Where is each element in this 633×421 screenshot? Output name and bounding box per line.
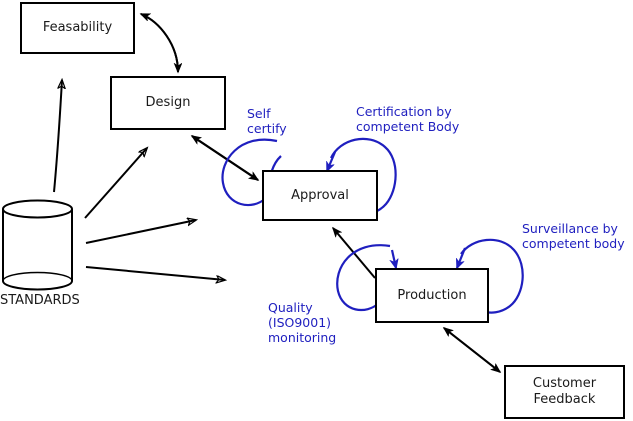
- loop-quality-monitoring: [336, 244, 396, 312]
- node-customer-feedback-label: Customer Feedback: [532, 376, 597, 407]
- node-standards-label: STANDARDS: [0, 293, 80, 308]
- connector-design-feasability: [141, 13, 178, 72]
- node-feasability[interactable]: Feasability: [20, 2, 135, 54]
- connector-standards-production: [85, 266, 225, 280]
- node-design-label: Design: [145, 95, 191, 110]
- standards-cylinder-shape: [2, 199, 73, 291]
- node-production[interactable]: Production: [375, 268, 489, 323]
- annotation-surveillance-by-competent-body: Surveillance by competent body: [522, 221, 625, 251]
- node-design[interactable]: Design: [110, 76, 226, 130]
- connector-production-customer-feedback: [444, 328, 500, 372]
- node-production-label: Production: [397, 287, 467, 303]
- annotation-quality-iso9001-monitoring: Quality (ISO9001) monitoring: [268, 300, 337, 345]
- connector-standards-feasability: [53, 80, 62, 193]
- connector-design-approval: [192, 136, 258, 180]
- node-customer-feedback[interactable]: Customer Feedback: [504, 365, 625, 419]
- node-approval[interactable]: Approval: [262, 170, 378, 221]
- annotation-certification-by-competent-body: Certification by competent Body: [356, 104, 460, 134]
- loop-surveillance-competent-body: [455, 238, 524, 314]
- node-approval-label: Approval: [291, 187, 349, 203]
- connector-standards-design: [84, 148, 147, 219]
- node-feasability-label: Feasability: [42, 20, 113, 35]
- annotation-self-certify: Self certify: [247, 106, 287, 136]
- connector-standards-approval: [85, 220, 196, 244]
